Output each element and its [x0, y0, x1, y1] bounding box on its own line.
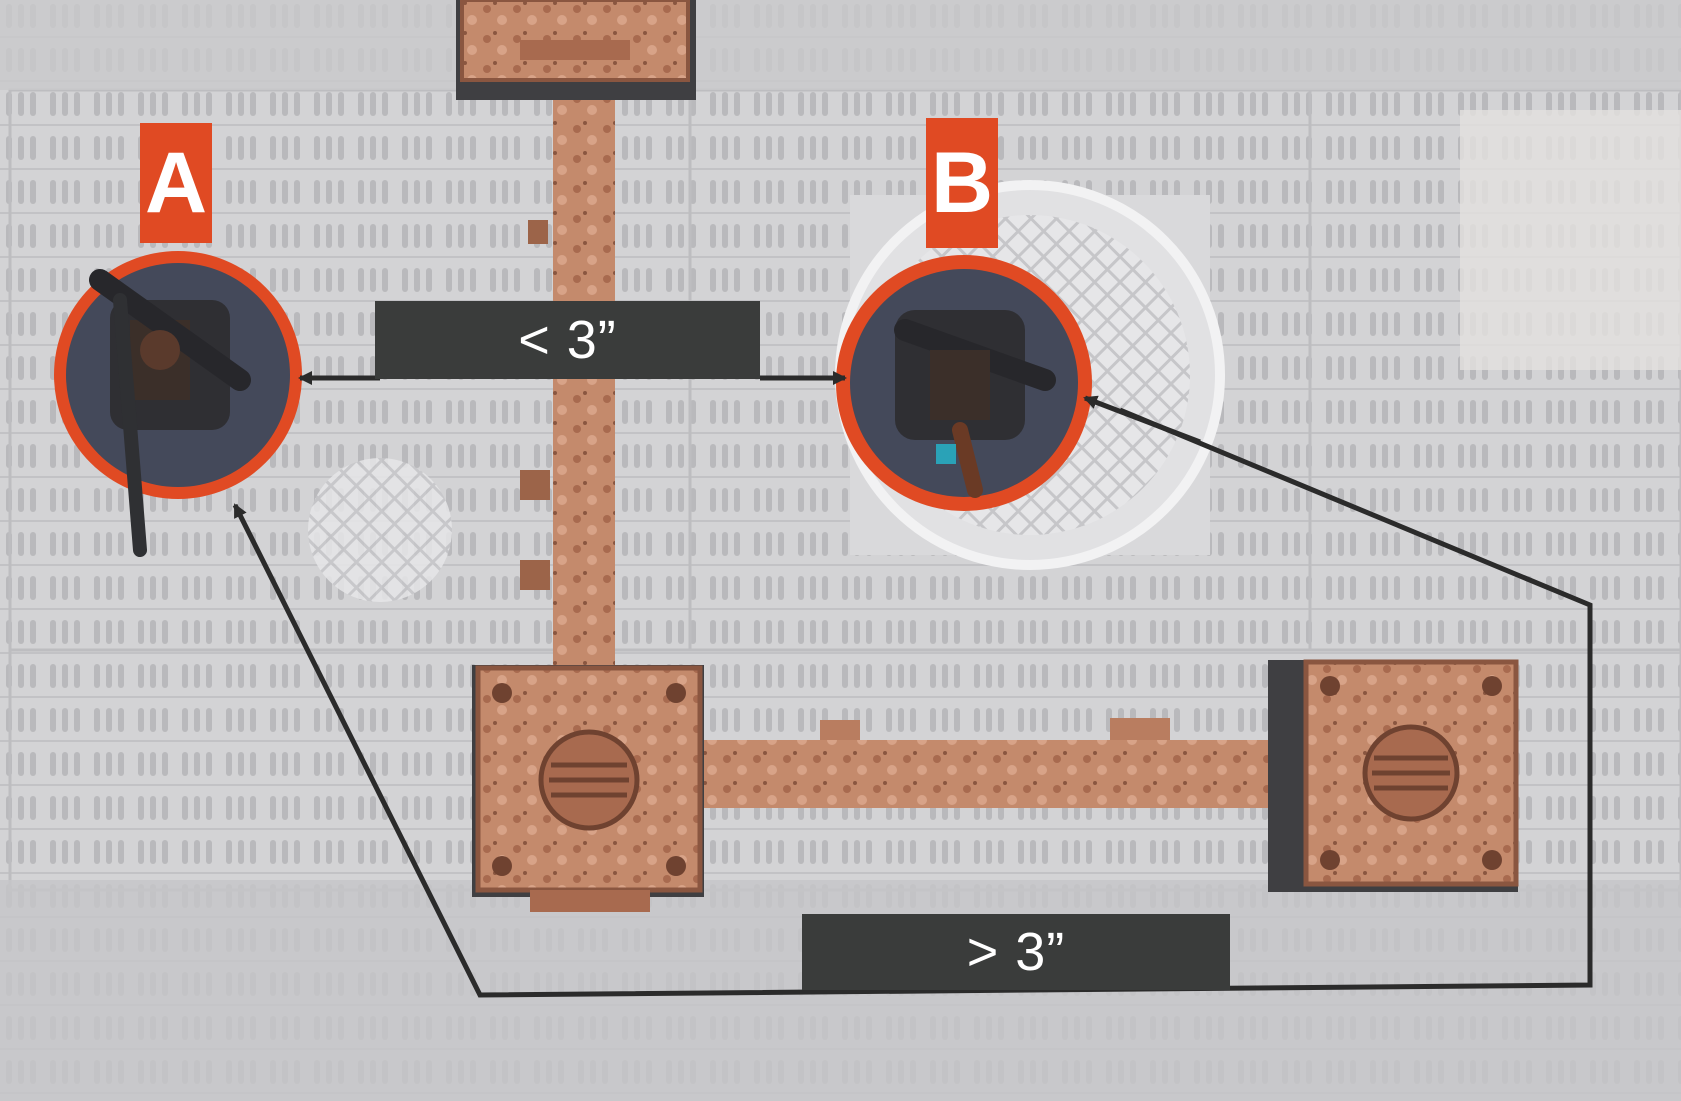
- floor-strip-top: [0, 0, 1681, 90]
- near-distance-label: < 3”: [518, 310, 617, 370]
- model-b-flag: B: [926, 118, 998, 248]
- miniature-a-figure: [89, 269, 251, 557]
- miniature-b-figure: [894, 310, 1056, 498]
- model-a[interactable]: [54, 251, 302, 557]
- weathered-patch: [1460, 110, 1681, 370]
- model-b[interactable]: [836, 255, 1092, 511]
- far-measurement-path: [232, 395, 1593, 998]
- far-distance-banner: > 3”: [802, 914, 1230, 990]
- round-drain: [308, 458, 452, 602]
- junction-block-right: [1268, 659, 1519, 892]
- model-b-label: B: [930, 134, 994, 231]
- model-a-flag: A: [140, 123, 212, 243]
- far-distance-label: > 3”: [966, 922, 1066, 982]
- junction-block-top: [456, 0, 696, 100]
- junction-block-left: [472, 665, 704, 912]
- model-a-label: A: [144, 134, 208, 231]
- horizontal-pipe: [690, 718, 1310, 808]
- near-distance-banner: < 3”: [375, 301, 760, 379]
